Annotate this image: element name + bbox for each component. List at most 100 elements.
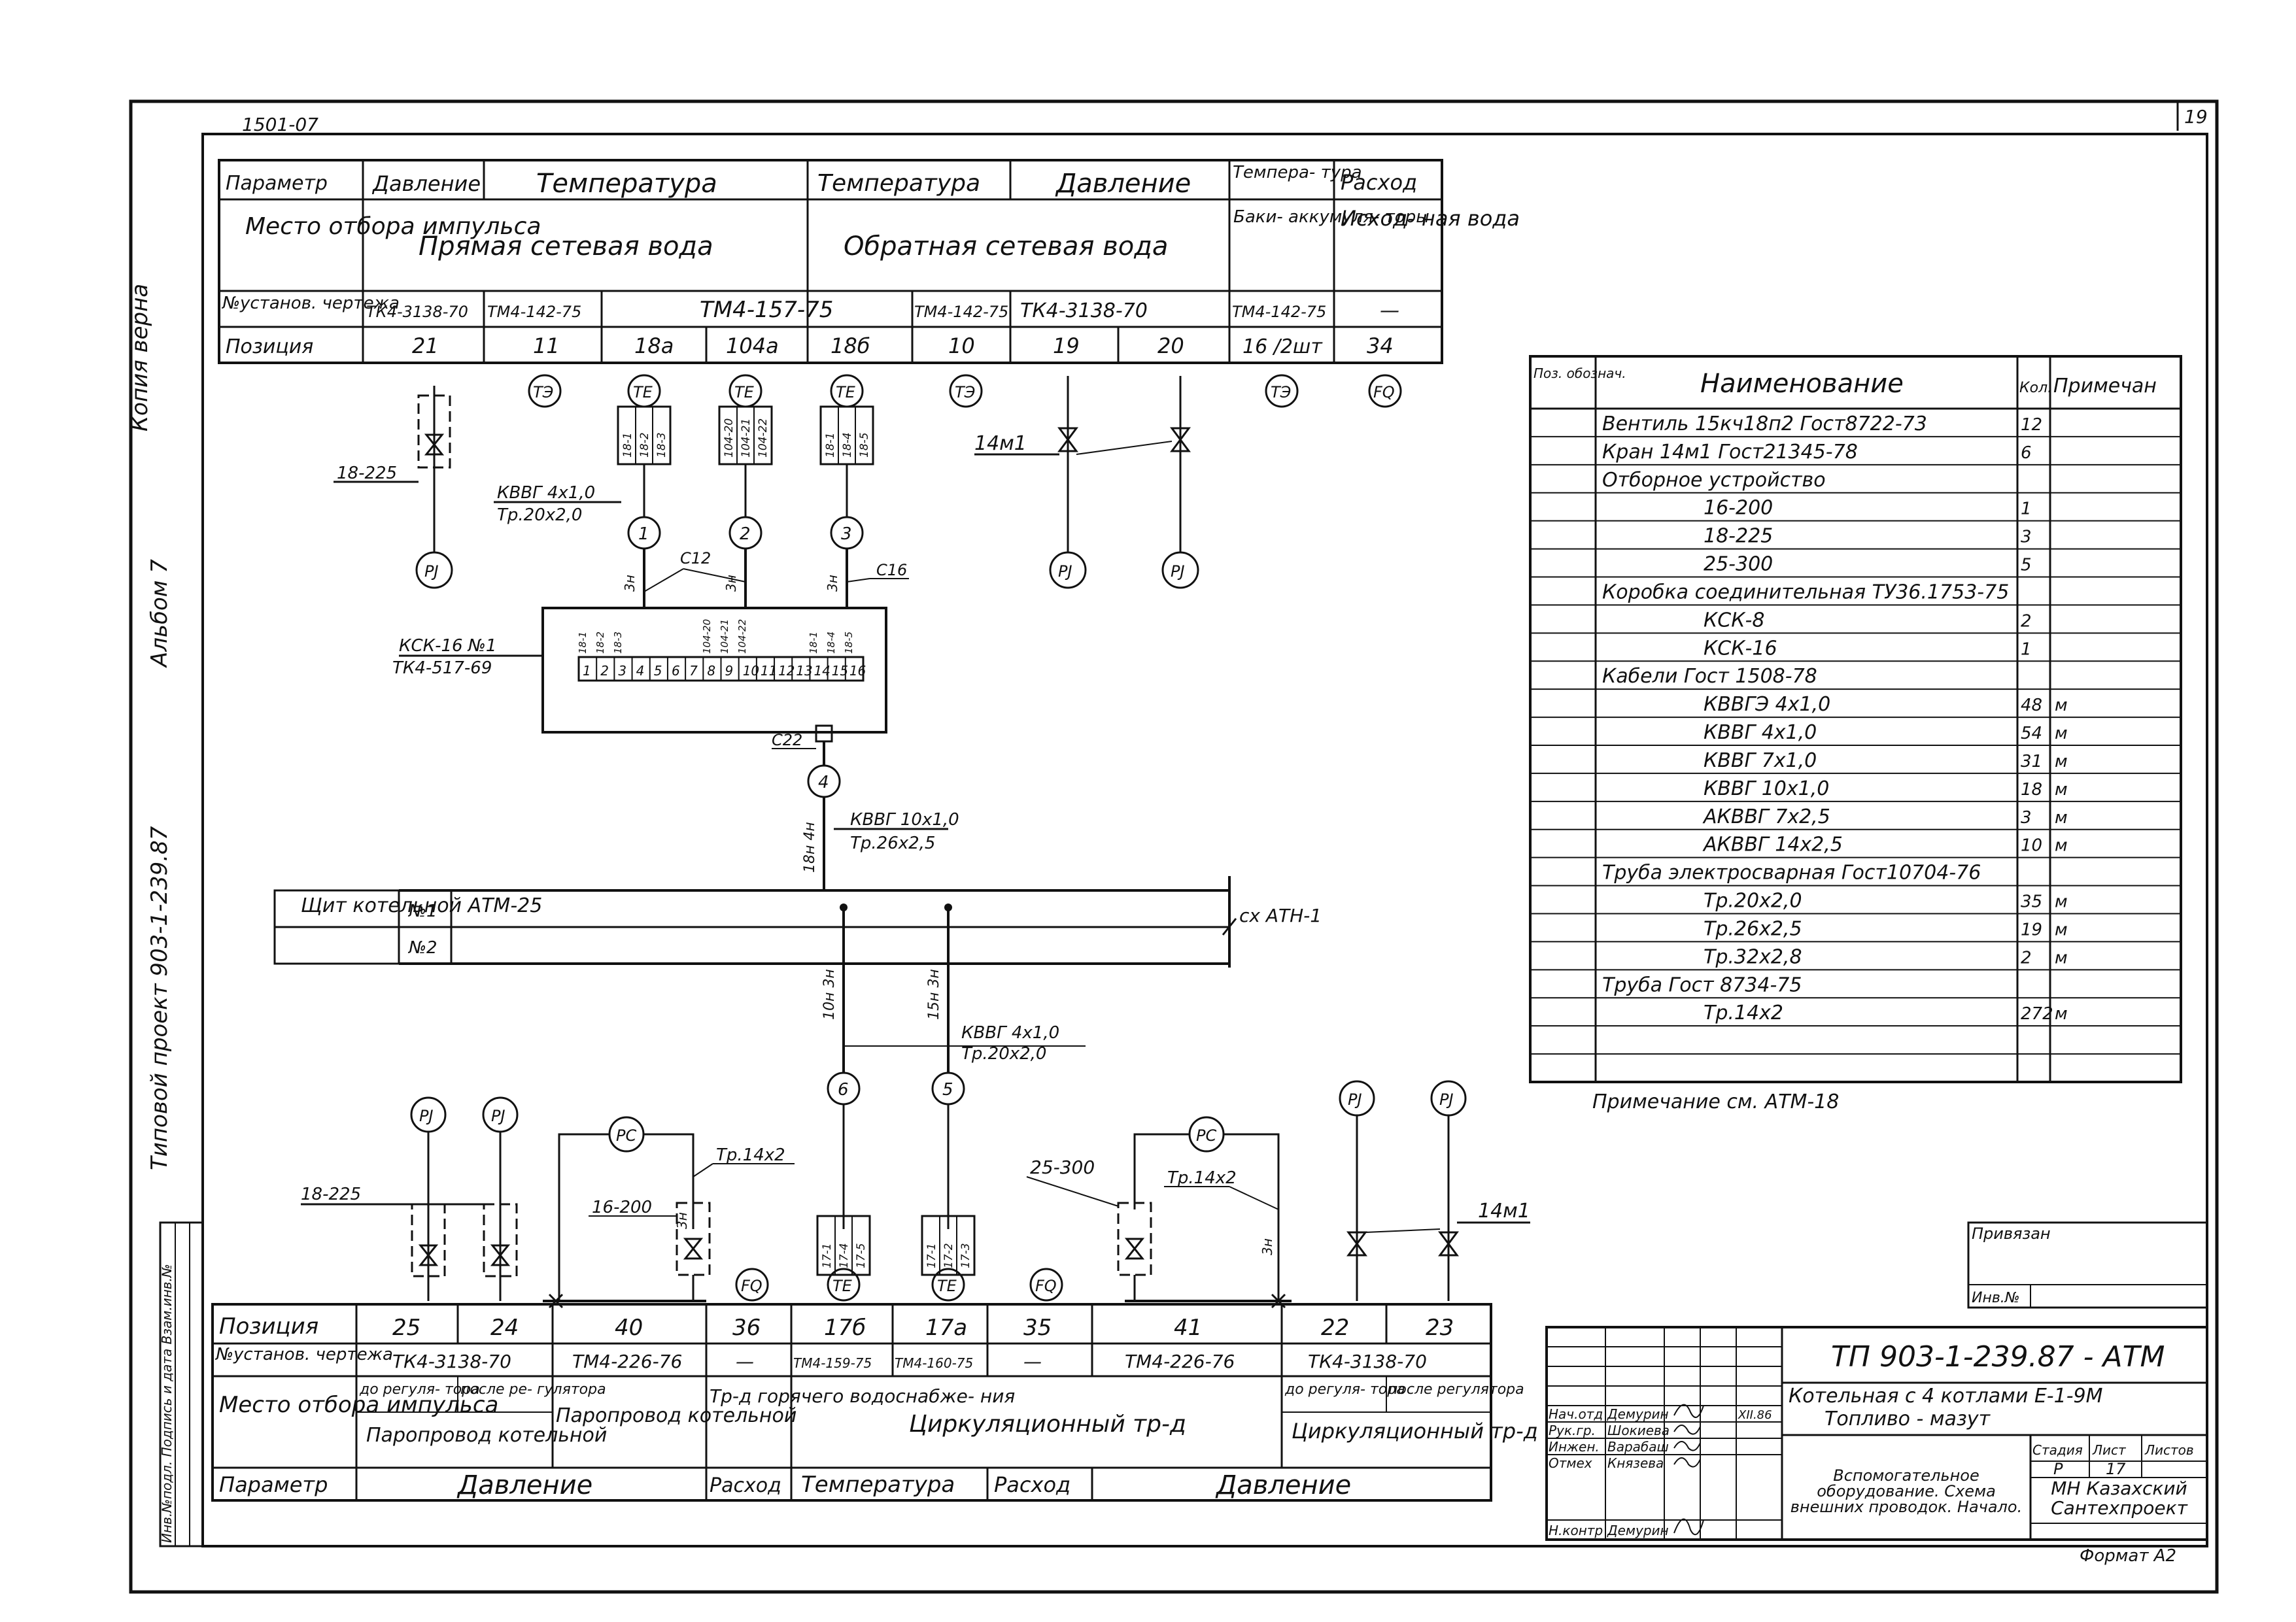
node-1: 1 [638,524,649,544]
valve-14m1-top: 14м1 [974,432,1027,455]
cores-node4: 18н 4н [802,822,818,873]
instrument-pj-22: PJ [1348,1090,1362,1109]
tag-18-3: 18-3 [655,432,668,458]
top-param-temp-1: Температура [536,169,717,199]
top-pos-104a: 104а [726,333,779,358]
top-pos-19: 19 [1053,333,1080,358]
signature-5 [1673,1518,1704,1536]
valve-14m1-bottom: 14м1 [1478,1200,1530,1223]
top-place-header: Место отбора импульса [245,213,541,240]
cable2-label: КВВГ 10х1,0 [850,810,959,830]
cores-node5: 15н 3н [926,969,942,1020]
stamp-format: Формат А2 [2080,1546,2176,1566]
node-6: 6 [838,1080,849,1100]
signature-2 [1673,1425,1701,1435]
pipe-right-label: Тр.14х2 [1167,1168,1237,1188]
spec-row-unit: м [2055,724,2068,743]
stamp-role-4: Отмех [1549,1455,1592,1471]
spec-row-name: Коробка соединительная ТУ36.1753-75 [1602,581,2009,603]
instrument-te-17b: TE [832,1277,853,1295]
instrument-fq-36: FQ [741,1277,762,1295]
spec-row-name: Кабели Гост 1508-78 [1602,665,1817,688]
tag-17-1-a: 17-1 [821,1243,834,1268]
tag-104-20: 104-20 [723,418,736,458]
spec-row-unit: м [2055,780,2068,800]
spec-row-qty: 35 [2021,892,2042,912]
spec-row-qty: 2 [2021,611,2032,631]
cores-node6: 10н 3н [821,969,838,1020]
box-tag-10: 104-22 [736,619,748,654]
bottom-position-header: Позиция [219,1313,318,1340]
spec-row-unit: м [2055,752,2068,771]
spec-row-qty: 6 [2021,443,2032,463]
cable3-pipe: Тр.20х2,0 [961,1044,1046,1064]
box-tag-3: 18-3 [612,632,624,654]
terminal-1: 1 [583,663,591,679]
top-install-4: ТМ4-142-75 [914,303,1008,321]
stamp-date: XII.86 [1738,1408,1772,1422]
top-install-7: — [1380,299,1399,322]
cable-nodes-top: 1 2 3 3н 3н 3н КВВГ 4х1,0 Тр.20х2,0 С12 … [494,483,909,608]
stamp-title: Котельная с 4 котлами Е-1-9М [1789,1385,2103,1408]
box-tag-16: 18-5 [843,632,855,654]
bottom-param-pressure-2: Давление [1215,1470,1351,1500]
stamp-name-3: Варабаш [1607,1439,1669,1455]
tag-18-1-b: 18-1 [824,432,837,458]
sub-left-before: до регуля- тора [359,1381,480,1398]
bottom-place-hot-water: Тр-д горячего водоснабже- ния [710,1385,1015,1407]
stamp-code: ТП 903-1-239.87 - АТМ [1831,1340,2165,1374]
bottom-place-header: Место отбора импульса [219,1392,498,1418]
spec-table: Поз. обознач. Наименование Кол. Примечан… [1529,355,2182,1083]
terminal-7: 7 [689,663,698,679]
instrument-fq-34: FQ [1373,383,1395,401]
side-copy-label: Копия верна [127,284,153,431]
spec-row-unit: м [2055,948,2068,968]
title-block: Привязан Инв.№ Нач.отд Демурин Рук.гр. Ш… [1545,1221,2208,1566]
side-project: Типовой проект 903-1-239.87 [146,826,173,1170]
spec-note: Примечание см. АТМ-18 [1592,1090,1839,1113]
spec-row-qty: 18 [2021,780,2042,800]
spec-row-qty: 31 [2021,752,2042,771]
box-name: КСК-16 №1 [399,636,496,656]
spec-row-qty: 54 [2021,724,2042,743]
stamp-name-2: Шокиева [1607,1423,1670,1438]
instrument-tj-10: ТЭ [955,383,976,401]
gauge-21-group: 18-225 PJ [334,386,453,589]
signature-3 [1673,1441,1701,1451]
top-instruments: ТЭ ТЕ ТЕ ТЕ ТЭ ТЭ FQ 18-1 18-2 18-3 104-… [528,374,1402,516]
spec-row-unit: м [2055,892,2068,912]
top-table: Параметр Место отбора импульса №установ.… [218,159,1520,364]
instrument-tj-11: ТЭ [533,383,554,401]
box-tag-14: 18-1 [808,632,819,654]
spec-row-qty: 3 [2021,808,2032,828]
stamp-sheets-header: Листов [2144,1442,2194,1458]
side-album: Альбом 7 [146,559,173,668]
bottom-pos-25: 25 [392,1315,420,1341]
signature-1 [1673,1404,1704,1418]
spec-row-name: АКВВГ 7х2,5 [1702,805,1830,828]
top-install-5: ТК4-3138-70 [1020,299,1148,322]
top-param-temp-2: Температура [817,170,980,197]
node-3: 3 [841,524,852,544]
spec-row-name: КВВГ 10х1,0 [1704,777,1829,800]
bottom-param-pressure-1: Давление [456,1470,592,1500]
spec-row-name: 25-300 [1704,553,1773,576]
bottom-param-temp: Температура [801,1472,955,1498]
sub-left-after: после ре- гулятора [460,1381,606,1398]
spec-row-qty: 3 [2021,528,2032,547]
top-pos-11: 11 [533,333,560,358]
terminal-9: 9 [725,663,734,679]
tag-17-1-b: 17-1 [925,1243,938,1268]
spec-row-qty: 5 [2021,556,2032,575]
box-drawing: ТК4-517-69 [392,658,492,678]
spec-col-name: Наименование [1700,369,1904,399]
device-16-200: 16-200 [592,1198,652,1217]
spec-col-pos: Поз. обознач. [1534,365,1626,381]
spec-row-unit: м [2055,808,2068,828]
spec-row-name: 16-200 [1704,497,1773,520]
side-stamp-columns: Инв.№подл. Подпись и дата Взам.инв.№ [159,1264,175,1543]
box-tag-15: 18-4 [825,632,837,654]
top-place-return: Обратная сетевая вода [844,231,1168,262]
